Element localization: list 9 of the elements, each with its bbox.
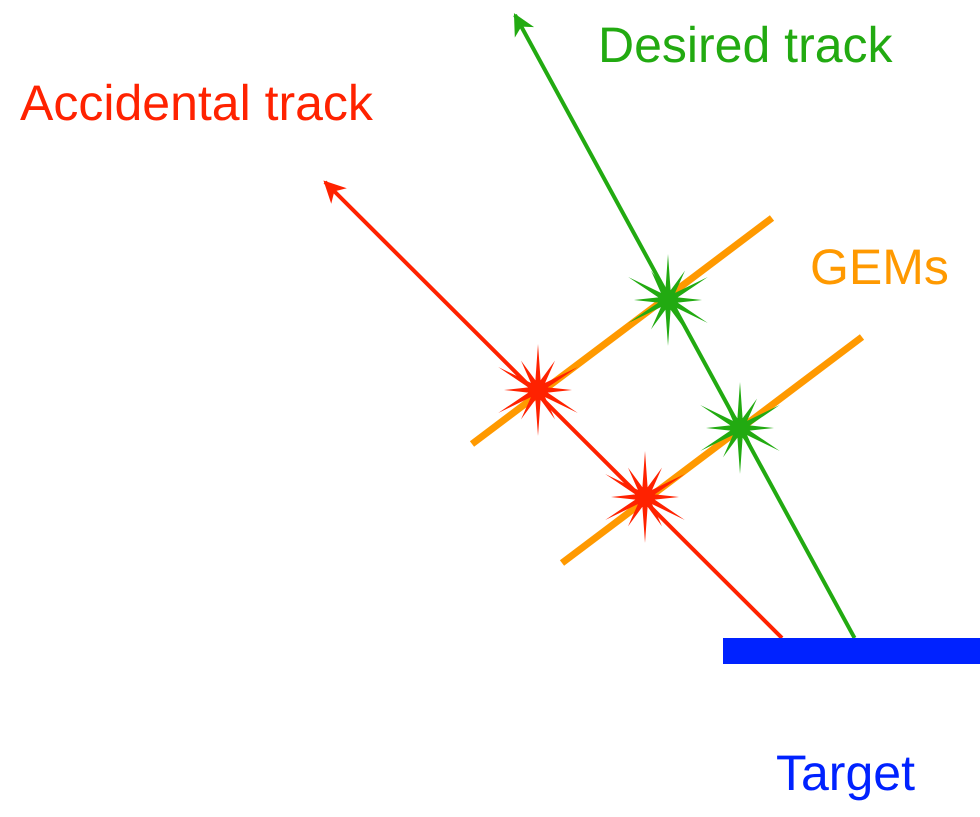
detector-plane-drawing: [560, 334, 864, 566]
target-bar: [723, 638, 980, 664]
track-arrow: [513, 13, 856, 639]
track-arrow: [323, 180, 784, 640]
gems-label: GEMs: [810, 238, 949, 297]
target-label: Target: [776, 748, 915, 798]
track-label: Desired track: [598, 16, 893, 75]
track-label: Accidental track: [20, 74, 373, 133]
detector-plane-drawing: [470, 215, 774, 447]
